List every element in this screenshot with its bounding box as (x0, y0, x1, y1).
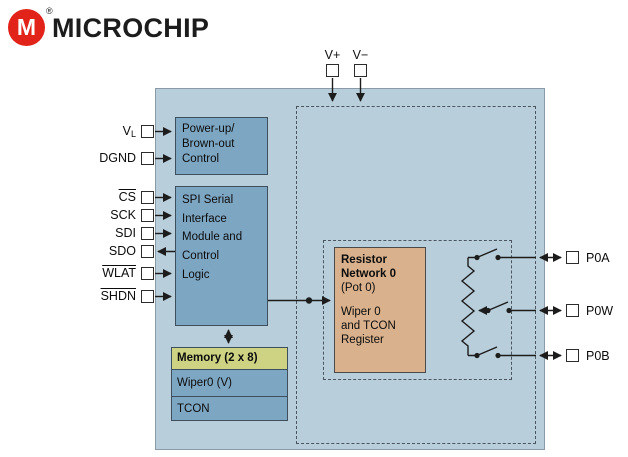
pin-vplus (326, 64, 339, 77)
pin-label-shdn: SHDN (100, 289, 136, 303)
pin-shdn (141, 290, 154, 303)
pin-label-wlat: WLAT (102, 266, 136, 280)
pin-label-vplus: V+ (324, 48, 341, 62)
registered-mark: ® (46, 6, 53, 16)
pin-wlat (141, 267, 154, 280)
pin-dgnd (141, 152, 154, 165)
pin-label-dgnd: DGND (99, 151, 136, 165)
pin-p0a (566, 251, 579, 264)
pin-vminus (354, 64, 367, 77)
pin-cs (141, 191, 154, 204)
block-spi-interface: SPI Serial Interface Module and Control … (175, 186, 268, 326)
microchip-m-icon: M (8, 9, 45, 46)
pin-sdo (141, 245, 154, 258)
pin-p0b (566, 349, 579, 362)
resistor-network-subtitle: (Pot 0) (341, 281, 376, 294)
pin-label-vl: VL (122, 124, 136, 139)
pin-label-p0w: P0W (586, 304, 614, 318)
block-memory: Memory (2 x 8) Wiper0 (V) TCON (171, 347, 288, 421)
pin-p0w (566, 304, 579, 317)
pin-label-sdi: SDI (115, 226, 136, 240)
block-power-brownout: Power-up/ Brown-out Control (175, 117, 268, 175)
brand-text: MICROCHIP (52, 13, 210, 43)
pin-label-p0b: P0B (586, 349, 610, 363)
pin-label-p0a: P0A (586, 251, 610, 265)
block-resistor-network: Resistor Network 0 (Pot 0) Wiper 0 and T… (334, 247, 426, 373)
pin-vl (141, 125, 154, 138)
pin-sdi (141, 227, 154, 240)
analog-dashed-boundary (296, 106, 536, 444)
memory-header: Memory (2 x 8) (172, 348, 287, 370)
pin-label-cs: CS (118, 190, 136, 204)
resistor-network-body: Wiper 0 and TCON Register (341, 306, 396, 346)
pin-label-vminus: V− (352, 48, 369, 62)
memory-row-wiper0: Wiper0 (V) (172, 370, 287, 397)
pin-label-sck: SCK (110, 208, 136, 222)
memory-row-tcon: TCON (177, 403, 210, 415)
pin-sck (141, 209, 154, 222)
resistor-network-title: Resistor Network 0 (341, 254, 396, 280)
pin-label-sdo: SDO (108, 244, 136, 258)
